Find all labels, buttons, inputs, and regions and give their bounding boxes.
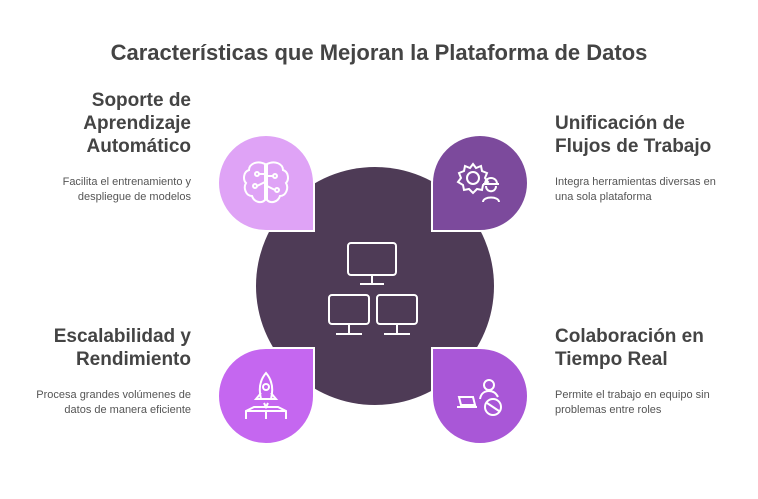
feature-title-scalability: Escalabilidad y Rendimiento — [53, 326, 191, 370]
feature-title-workflow: Unificación de Flujos de Trabajo — [555, 113, 712, 157]
feature-description-ml: Facilita el entrenamiento y despliegue d… — [62, 176, 191, 203]
brain-icon — [243, 161, 289, 204]
feature-title-collaboration: Colaboración en Tiempo Real — [555, 326, 704, 370]
feature-petal-ml — [217, 134, 315, 232]
feature-petal-collaboration — [431, 347, 529, 445]
feature-petal-workflow — [431, 134, 529, 232]
feature-description-scalability: Procesa grandes volúmenes de datos de ma… — [36, 389, 191, 416]
collaboration-icon — [457, 379, 502, 416]
network-computers-icon — [328, 242, 418, 335]
feature-description-collaboration: Permite el trabajo en equipo sin problem… — [555, 389, 710, 416]
feature-title-ml: Soporte de Aprendizaje Automático — [83, 90, 191, 157]
gear-worker-icon — [456, 162, 500, 203]
page-title: Características que Mejoran la Plataform… — [110, 40, 648, 65]
feature-petal-scalability — [217, 347, 315, 445]
feature-description-workflow: Integra herramientas diversas en una sol… — [555, 176, 716, 203]
rocket-icon — [245, 371, 287, 419]
